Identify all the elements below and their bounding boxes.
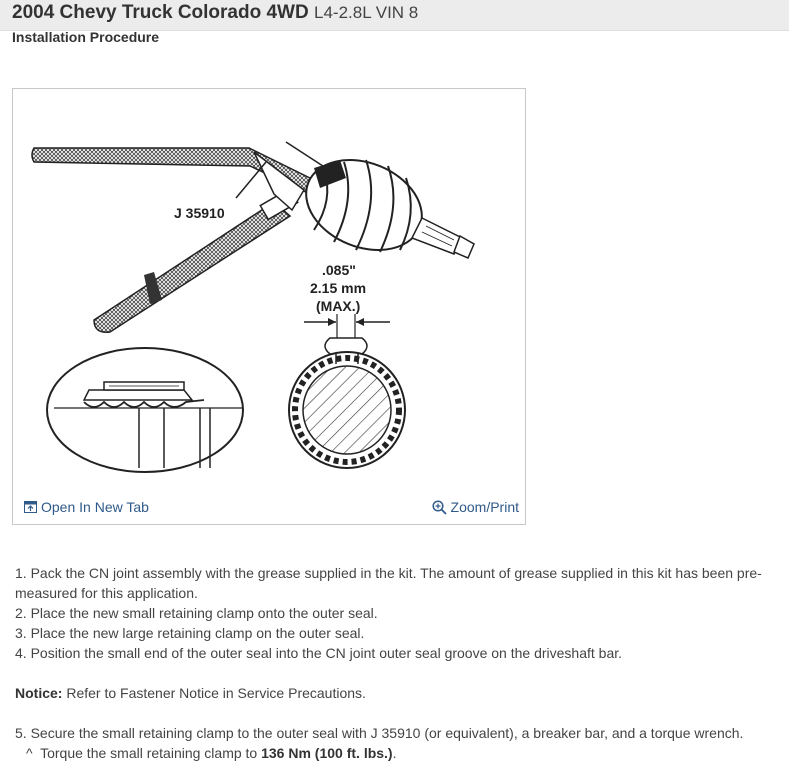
engine-subtitle: L4-2.8L VIN 8: [314, 3, 419, 22]
outer-seal-boot: [305, 159, 423, 253]
notice: Notice: Refer to Fastener Notice in Serv…: [12, 683, 782, 703]
open-tab-icon: [24, 501, 37, 513]
tool-leader-line: [235, 161, 267, 199]
step-5: 5. Secure the small retaining clamp to t…: [15, 725, 744, 741]
gap-max-label: (MAX.): [316, 298, 360, 314]
substep-prefix: Torque the small retaining clamp to: [40, 745, 262, 761]
clamp-detail-view: [46, 347, 244, 473]
notice-text: Refer to Fastener Notice in Service Prec…: [62, 685, 366, 701]
step-1: 1. Pack the CN joint assembly with the g…: [15, 565, 762, 601]
gap-inch-label: .085": [322, 262, 356, 278]
open-in-new-tab-link[interactable]: Open In New Tab: [24, 499, 149, 515]
notice-label: Notice:: [15, 685, 63, 701]
torque-value: 136 Nm (100 ft. lbs.): [261, 745, 393, 761]
clamp-cross-section: [288, 337, 406, 469]
tool-label: J 35910: [174, 205, 225, 221]
procedure-text: 1. Pack the CN joint assembly with the g…: [12, 563, 782, 763]
substep-suffix: .: [392, 745, 397, 761]
header-bar: 2004 Chevy Truck Colorado 4WD L4-2.8L VI…: [0, 0, 789, 31]
step-3: 3. Place the new large retaining clamp o…: [15, 625, 365, 641]
open-in-new-tab-label: Open In New Tab: [41, 499, 149, 515]
gap-mm-label: 2.15 mm: [310, 280, 366, 296]
vehicle-title: 2004 Chevy Truck Colorado 4WD: [12, 2, 309, 23]
section-title: Installation Procedure: [12, 29, 160, 45]
torque-substep: ^ Torque the small retaining clamp to 13…: [12, 743, 782, 763]
figure-panel: J 35910 .085" 2.15 mm (MAX.): [12, 88, 526, 525]
zoom-print-label: Zoom/Print: [450, 499, 519, 515]
installation-diagram: J 35910 .085" 2.15 mm (MAX.): [31, 141, 475, 473]
splined-shaft: [410, 216, 475, 259]
step-2: 2. Place the new small retaining clamp o…: [15, 605, 378, 621]
substep-bullet: ^: [26, 745, 33, 761]
zoom-print-link[interactable]: Zoom/Print: [431, 499, 519, 515]
page-title: 2004 Chevy Truck Colorado 4WD L4-2.8L VI…: [12, 2, 418, 24]
zoom-icon: [431, 499, 447, 515]
step-4: 4. Position the small end of the outer s…: [15, 645, 623, 661]
